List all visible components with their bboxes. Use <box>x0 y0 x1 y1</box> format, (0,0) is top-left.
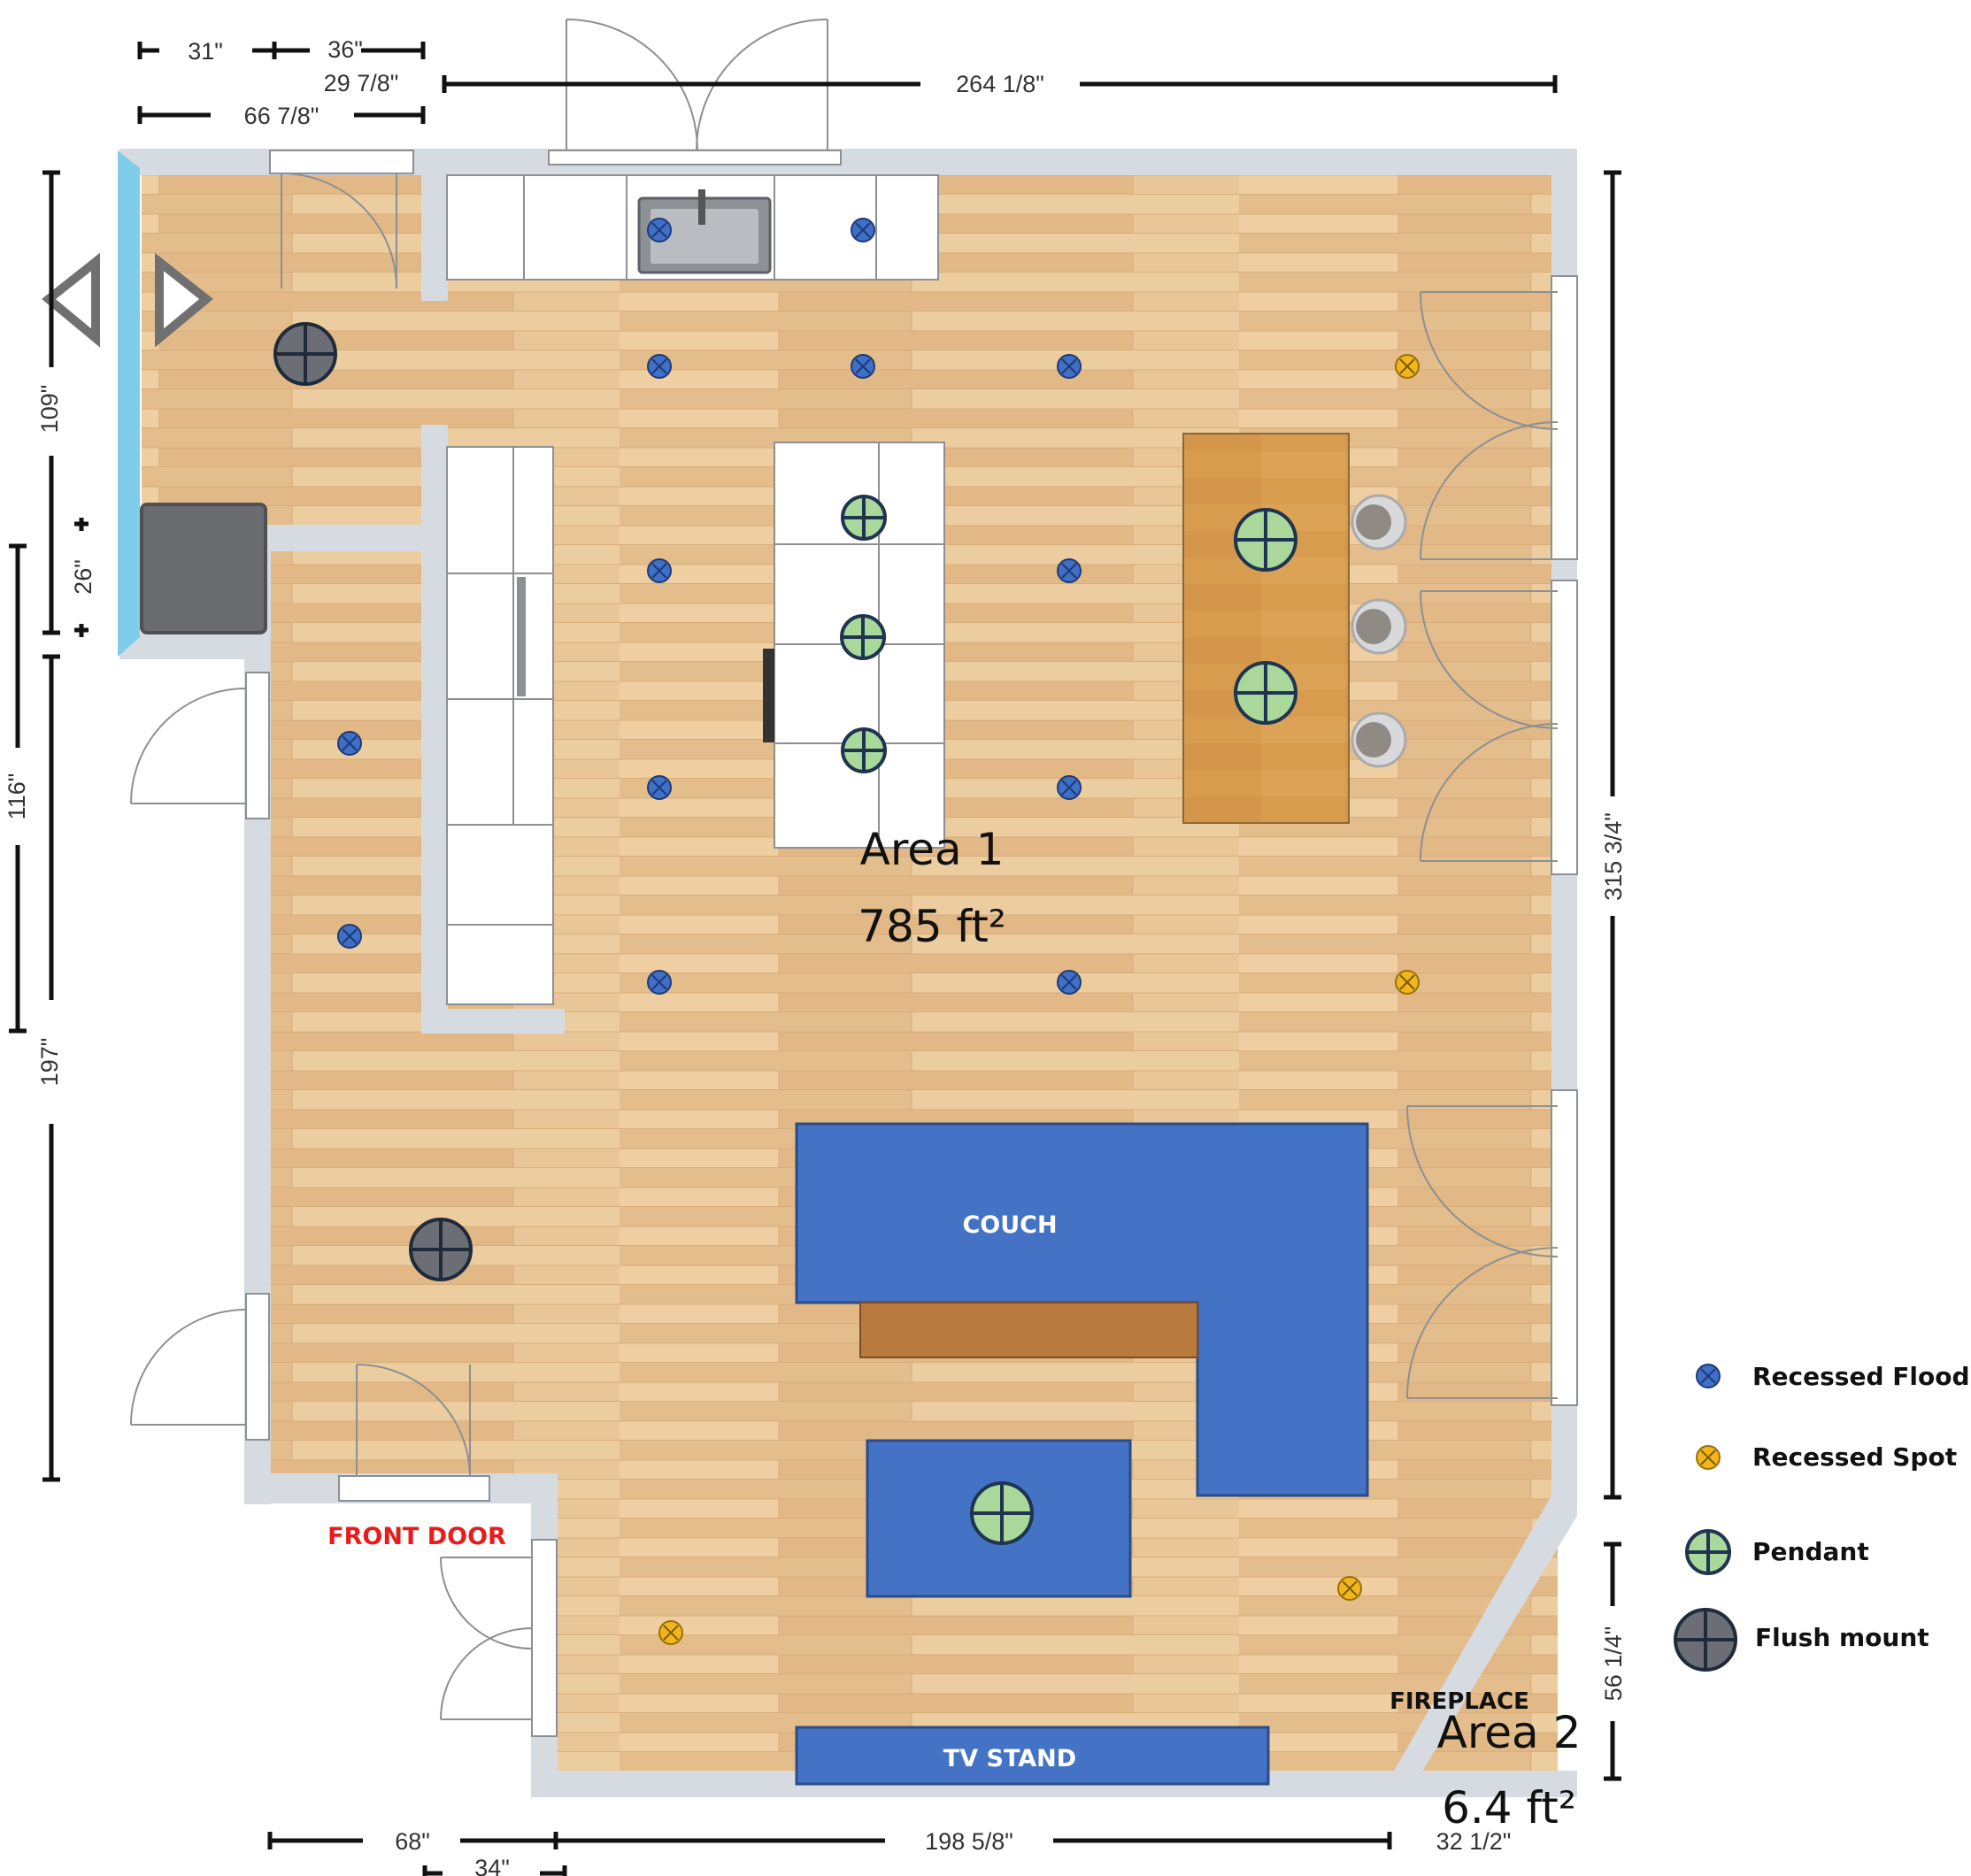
recessed-flood-icon <box>337 924 362 949</box>
pendant-lights <box>840 495 1297 1545</box>
tv-stand-label: TV STAND <box>943 1745 1076 1772</box>
dim-top-31: 31" <box>188 38 223 65</box>
flush-mount-lights <box>273 322 473 1281</box>
front-door-label: FRONT DOOR <box>327 1523 506 1550</box>
recessed-flood-icon <box>851 354 875 379</box>
recessed-flood-icon <box>647 775 672 800</box>
recessed-flood-icon <box>647 970 672 995</box>
legend: Recessed Flood Recessed Spot Pendant Flu… <box>1674 1362 1970 1672</box>
dim-bottom-34: 34" <box>474 1855 510 1876</box>
pendant-icon <box>1234 661 1297 725</box>
pendant-icon <box>841 495 887 541</box>
couch-label: COUCH <box>962 1211 1057 1239</box>
legend-recessed-spot-icon <box>1696 1445 1721 1470</box>
legend-recessed-spot-label: Recessed Spot <box>1752 1442 1957 1472</box>
sink-basin <box>651 209 758 264</box>
dim-right-315-3-4: 315 3/4" <box>1600 812 1627 901</box>
legend-recessed-flood-icon <box>1696 1364 1721 1388</box>
dim-left-109: 109" <box>36 385 63 434</box>
legend-flush-mount-label: Flush mount <box>1755 1623 1929 1652</box>
view-arrows <box>42 252 213 348</box>
area1-name: Area 1 <box>860 824 1005 875</box>
fireplace-label: FIREPLACE <box>1390 1688 1529 1715</box>
recessed-flood-icon <box>647 354 672 379</box>
coffee-table <box>859 1302 1198 1358</box>
doors <box>130 19 1578 1737</box>
dim-bottom-198-5-8: 198 5/8" <box>925 1828 1013 1855</box>
couch <box>795 1122 1369 1497</box>
armchair <box>140 503 267 634</box>
area2-size: 6.4 ft² <box>1442 1782 1576 1834</box>
recessed-flood-icon <box>647 218 672 242</box>
pendant-icon <box>841 727 887 773</box>
recessed-spot-icon <box>1395 970 1420 995</box>
bar-stools <box>1351 494 1407 768</box>
legend-recessed-flood-label: Recessed Flood <box>1752 1362 1970 1391</box>
window-left <box>118 150 140 657</box>
recessed-flood-icon <box>1057 558 1082 583</box>
area1-size: 785 ft² <box>858 901 1006 952</box>
flush-mount-icon <box>273 322 337 386</box>
recessed-flood-icon <box>1057 354 1082 379</box>
pendant-icon <box>970 1481 1034 1545</box>
recessed-flood-lights <box>337 218 1082 995</box>
area2-name: Area 2 <box>1437 1707 1582 1758</box>
dim-right-56-1-4: 56 1/4" <box>1600 1626 1627 1702</box>
oven-handle <box>517 577 526 696</box>
dim-top-36: 36" <box>327 36 363 63</box>
dim-top-29-7-8: 29 7/8" <box>324 70 399 96</box>
dim-left-197: 197" <box>36 1038 63 1087</box>
dim-left-116: 116" <box>4 773 30 820</box>
legend-flush-mount-icon <box>1674 1608 1737 1672</box>
faucet <box>698 189 705 225</box>
recessed-spot-lights <box>658 354 1420 1645</box>
dim-bottom-32-1-2: 32 1/2" <box>1436 1828 1512 1855</box>
arrow-right-icon <box>155 252 213 348</box>
dim-bottom-68: 68" <box>395 1828 430 1855</box>
recessed-spot-icon <box>1395 354 1420 379</box>
recessed-flood-icon <box>851 218 875 242</box>
recessed-flood-icon <box>647 558 672 583</box>
recessed-flood-icon <box>337 731 362 756</box>
dim-top-66-7-8: 66 7/8" <box>244 103 320 129</box>
recessed-flood-icon <box>1057 775 1082 800</box>
dimension-lines <box>9 42 1621 1876</box>
flush-mount-icon <box>409 1218 473 1281</box>
island-appliance <box>763 649 774 742</box>
recessed-flood-icon <box>1057 970 1082 995</box>
pendant-icon <box>1234 508 1297 572</box>
dining-table <box>1182 433 1350 824</box>
recessed-spot-icon <box>658 1620 683 1645</box>
recessed-spot-icon <box>1337 1576 1362 1601</box>
legend-pendant-icon <box>1685 1529 1731 1575</box>
tv-stand <box>795 1726 1270 1786</box>
dim-top-264-1-8: 264 1/8" <box>956 71 1044 97</box>
dim-left-26: 26" <box>70 559 96 595</box>
legend-pendant-label: Pendant <box>1752 1537 1869 1566</box>
arrow-left-icon <box>42 252 100 348</box>
pendant-icon <box>840 614 886 660</box>
